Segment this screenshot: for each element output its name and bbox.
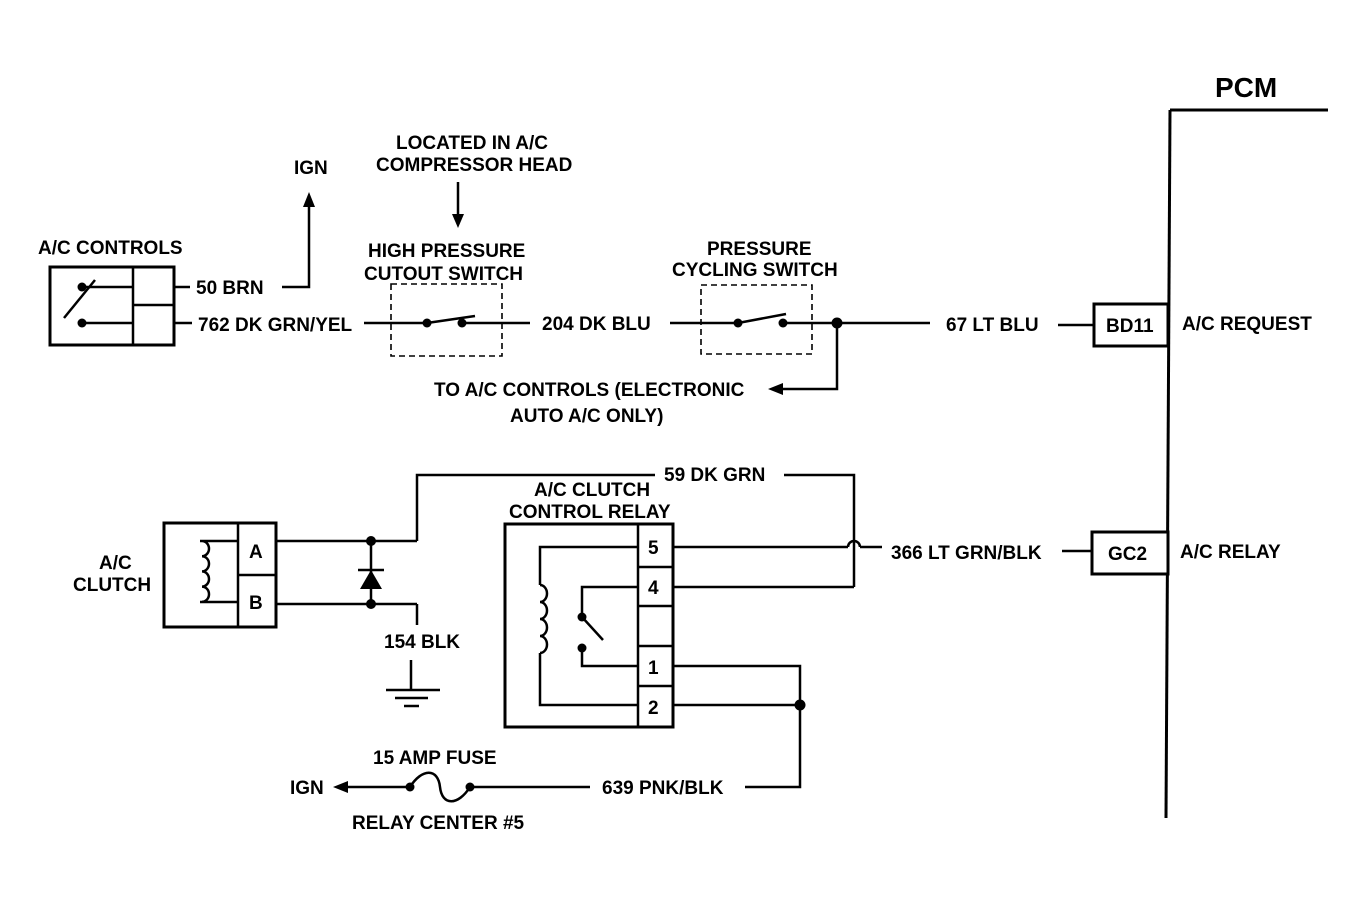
cycling-switch-outline (700, 284, 813, 355)
diode-icon (360, 570, 382, 589)
clutch-pin-a: A (249, 542, 263, 563)
pcm-pin-bd11: BD11 (1106, 316, 1154, 337)
relay-switch-icon (581, 616, 604, 641)
wire-762-dk-grn-yel: 762 DK GRN/YEL (198, 315, 353, 336)
relay-line1: A/C CLUTCH (534, 480, 650, 501)
pcm-left-edge (1164, 109, 1172, 819)
ac-controls: A/C CONTROLS 50 BRN IGN 762 DK GRN/YEL (38, 158, 353, 347)
ac-relay-label: A/C RELAY (1180, 542, 1281, 563)
compressor-note-line2: COMPRESSOR HEAD (376, 155, 572, 176)
clutch-line1: A/C (99, 553, 132, 574)
ground-icon (386, 688, 440, 708)
relay-pin-4: 4 (648, 578, 659, 599)
pcm-connector-bd11 (1092, 302, 1170, 348)
relay-pin-2: 2 (648, 698, 659, 719)
cycling-switch: PRESSURE CYCLING SWITCH 67 LT BLU TO A/C… (434, 239, 1094, 427)
wire-639-pnk-blk: 639 PNK/BLK (602, 778, 724, 799)
pcm: PCM BD11 A/C REQUEST GC2 A/C RELAY (1090, 72, 1328, 819)
compressor-note: LOCATED IN A/C COMPRESSOR HEAD (376, 133, 572, 228)
pcm-pin-gc2: GC2 (1108, 544, 1147, 565)
switch-blade-icon (63, 279, 96, 319)
relay-line2: CONTROL RELAY (509, 502, 671, 523)
arrow-left-icon (768, 383, 783, 395)
arrow-down-icon (452, 214, 464, 228)
high-pressure-switch: HIGH PRESSURE CUTOUT SWITCH 204 DK BLU (364, 241, 651, 357)
fuse: 15 AMP FUSE IGN RELAY CENTER #5 (290, 748, 590, 834)
relay-pin-1: 1 (648, 658, 659, 679)
cycling-switch-line1: PRESSURE (707, 239, 812, 260)
hp-switch-line2: CUTOUT SWITCH (364, 264, 523, 285)
wire-50-brn: 50 BRN (196, 278, 264, 299)
pcm-title: PCM (1215, 72, 1277, 103)
relay-coil-icon (539, 583, 549, 655)
wire-204-dk-blu: 204 DK BLU (542, 314, 651, 335)
compressor-note-line1: LOCATED IN A/C (396, 133, 548, 154)
ign-top: IGN (294, 158, 328, 179)
clutch-line2: CLUTCH (73, 575, 151, 596)
arrow-up-icon (303, 192, 315, 207)
pcm-connector-gc2 (1090, 530, 1170, 576)
hp-switch-line1: HIGH PRESSURE (368, 241, 525, 262)
hp-switch-outline (390, 283, 503, 357)
switch-blade-icon (737, 312, 787, 325)
wire-67-lt-blu: 67 LT BLU (946, 315, 1039, 336)
arrow-left-icon (333, 781, 348, 793)
wire-59-dk-grn: 59 DK GRN (664, 465, 765, 486)
ign-bottom: IGN (290, 778, 324, 799)
relay-pin-5: 5 (648, 538, 659, 559)
to-controls-line1: TO A/C CONTROLS (ELECTRONIC (434, 380, 745, 401)
ac-controls-title: A/C CONTROLS (38, 238, 183, 259)
cycling-switch-line2: CYCLING SWITCH (672, 260, 838, 281)
switch-blade-icon (426, 314, 476, 325)
to-controls-line2: AUTO A/C ONLY) (510, 406, 663, 427)
wire-154-blk: 154 BLK (384, 632, 460, 653)
clutch-relay: A/C CLUTCH CONTROL RELAY 5 4 1 2 366 LT … (503, 473, 1092, 799)
fuse-label: 15 AMP FUSE (373, 748, 497, 769)
ac-clutch: A/C CLUTCH A B 59 DK GRN 154 BLK (73, 465, 765, 708)
fuse-icon (408, 771, 472, 803)
clutch-pin-b: B (249, 593, 263, 614)
relay-center-label: RELAY CENTER #5 (352, 813, 525, 834)
coil-icon (200, 539, 212, 604)
wire-366-lt-grn-blk: 366 LT GRN/BLK (891, 543, 1042, 564)
ac-request-label: A/C REQUEST (1182, 314, 1312, 335)
